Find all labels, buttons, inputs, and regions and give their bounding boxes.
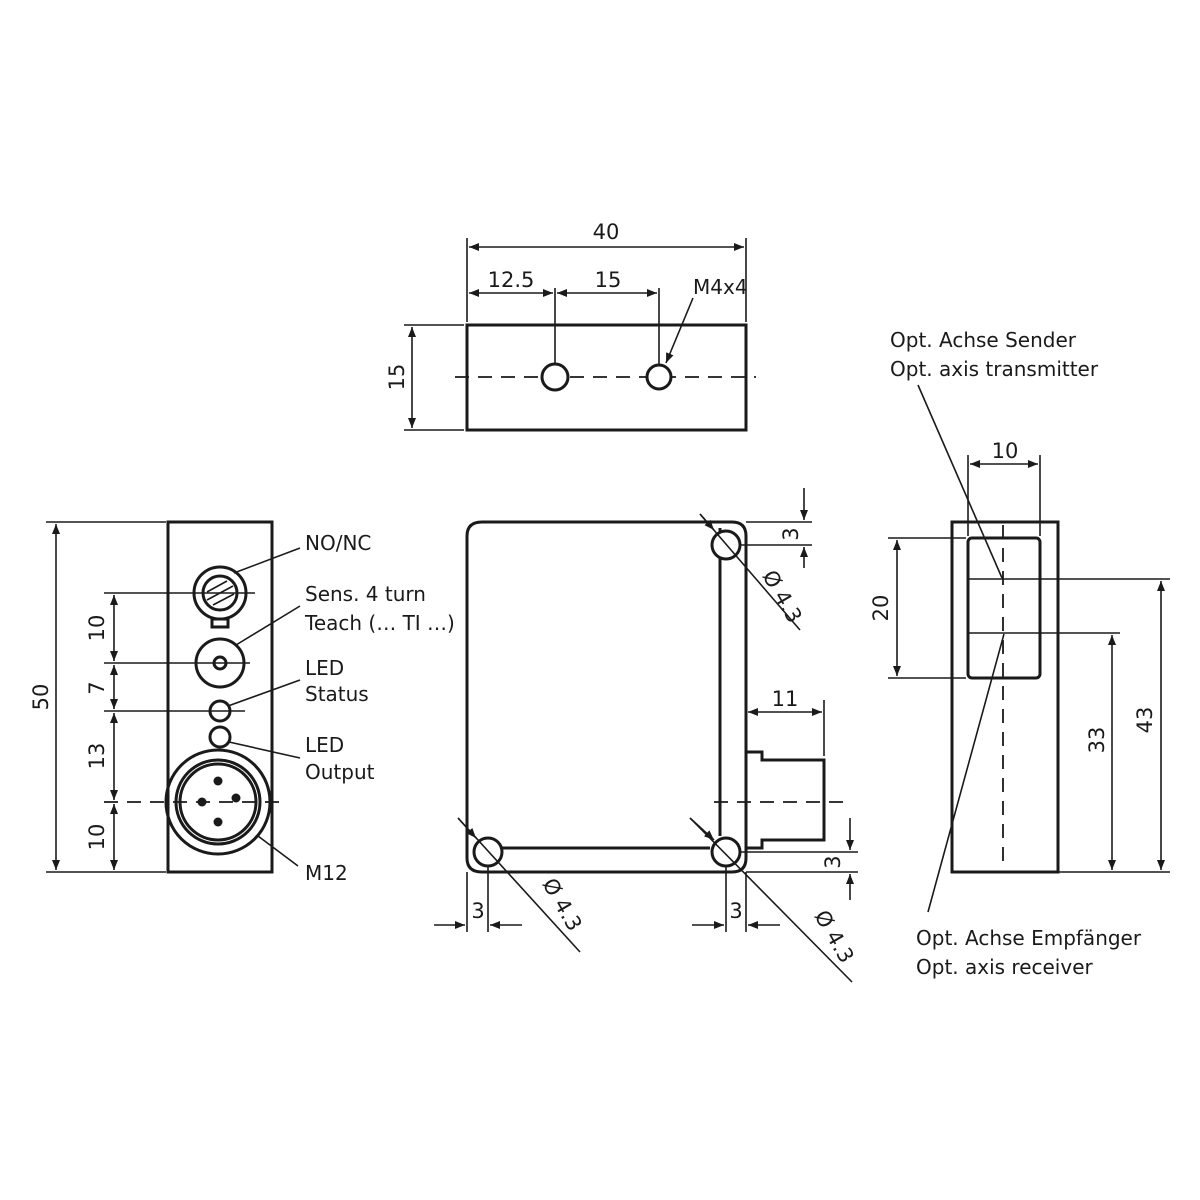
dim-hole-spacing: 15 (595, 268, 622, 292)
leader-line (927, 633, 1005, 913)
top-view: 40 12.5 15 M4x4 15 (385, 220, 756, 432)
dim-edge-offset-right: 3 (821, 855, 845, 868)
leader-line (233, 547, 301, 574)
dim-window-height: 20 (869, 595, 893, 622)
dim-top-width: 40 (593, 220, 620, 244)
dim-edge-offset-bottom-right: 3 (729, 899, 742, 923)
dim-hole-offset: 12.5 (488, 268, 535, 292)
label-led-status-line2: Status (305, 682, 369, 706)
label-receiver-line2: Opt. axis receiver (916, 955, 1094, 979)
diameter-arrow (689, 817, 715, 841)
front-view-body (465, 520, 748, 874)
front-view: 11 3 Ø 4.3 Ø 4.3 Ø 4.3 3 3 (434, 488, 859, 983)
label-thread: M4x4 (693, 275, 748, 299)
dim-left-3: 10 (85, 824, 109, 851)
left-view-body (166, 520, 274, 874)
optical-window (966, 536, 1042, 680)
dim-left-1: 7 (85, 681, 109, 694)
front-view-connector (746, 750, 826, 850)
diameter-leader (699, 513, 801, 631)
m12-pin (213, 817, 223, 827)
label-led-status-line1: LED (305, 656, 344, 680)
right-view-body (950, 520, 1060, 874)
right-view: 10 20 33 43 Opt. Achse Sender Opt. axis … (869, 328, 1170, 979)
label-sens-line2: Teach (… TI …) (304, 611, 455, 635)
top-view-hole-right (645, 363, 673, 391)
label-transmitter-line2: Opt. axis transmitter (890, 357, 1099, 381)
dim-left-height: 50 (29, 684, 53, 711)
dim-edge-offset-bottom-left: 3 (471, 899, 484, 923)
diameter-arrow (699, 513, 715, 531)
label-led-output-line2: Output (305, 760, 375, 784)
label-receiver-line1: Opt. Achse Empfänger (916, 926, 1142, 950)
label-no-nc: NO/NC (305, 531, 371, 555)
no-nc-switch-tab (210, 617, 230, 629)
dim-hole-diameter-bottom-right: Ø 4.3 (810, 906, 859, 967)
dim-transmitter-height: 43 (1133, 707, 1157, 734)
top-view-hole-left (540, 362, 570, 392)
label-m12: M12 (305, 861, 348, 885)
dim-hole-diameter-top: Ø 4.3 (758, 566, 807, 627)
leader-line (228, 741, 301, 759)
mount-hole-bottom-right (710, 836, 742, 868)
diameter-leader (689, 817, 853, 983)
label-led-output-line1: LED (305, 733, 344, 757)
dim-hole-diameter-bottom-left: Ø 4.3 (538, 874, 587, 935)
dim-left-0: 10 (85, 615, 109, 642)
diameter-leader (457, 817, 581, 953)
switch-slot (212, 593, 235, 606)
dim-connector-length: 11 (772, 687, 799, 711)
label-transmitter-line1: Opt. Achse Sender (890, 328, 1077, 352)
m12-pin (213, 776, 223, 786)
led-output (208, 725, 232, 749)
diameter-arrow (457, 817, 477, 839)
switch-slot (206, 580, 228, 593)
leader-line (227, 679, 301, 707)
left-view: 50 10 7 13 10 NO/NC Sens. 4 turn Teach (… (29, 520, 455, 885)
m12-pin (231, 793, 241, 803)
dim-left-2: 13 (85, 743, 109, 770)
leader-line (665, 297, 694, 364)
leader-line (917, 384, 1003, 579)
dim-top-height: 15 (385, 364, 409, 391)
dim-edge-offset-top: 3 (779, 527, 803, 540)
leader-line (235, 605, 301, 646)
leader-line (257, 835, 299, 867)
dim-receiver-height: 33 (1085, 727, 1109, 754)
label-sens-line1: Sens. 4 turn (305, 582, 426, 606)
dim-window-width: 10 (992, 439, 1019, 463)
